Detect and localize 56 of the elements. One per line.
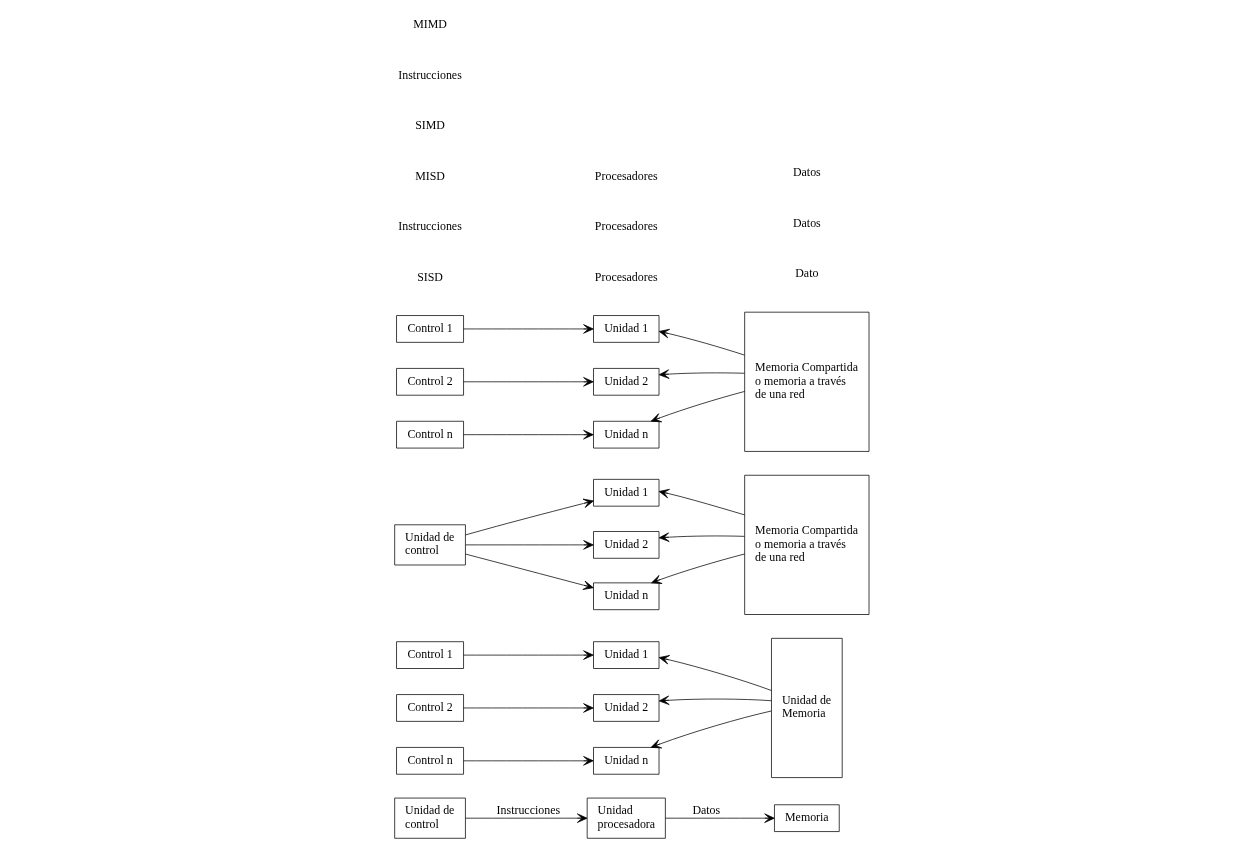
node-box: Unidad n — [592, 582, 659, 611]
node-box: Unidad 2 — [592, 368, 659, 396]
arrow — [650, 553, 745, 584]
label: Datos — [792, 165, 821, 180]
node-box: Memoria — [773, 804, 840, 832]
arrow — [464, 553, 594, 590]
node-box: Control 1 — [395, 315, 464, 343]
arrow — [650, 710, 772, 749]
label: Instrucciones — [397, 67, 462, 82]
label: Instrucciones — [397, 219, 462, 234]
node-box: Unidad n — [592, 747, 659, 775]
node-box: Unidad 2 — [592, 694, 659, 722]
node-box: Memoria Compartida o memoria a través de una red — [743, 474, 869, 615]
node-box: Memoria Compartida o memoria a través de una red — [743, 311, 869, 452]
label: MISD — [414, 168, 445, 183]
node-box: Unidad n — [592, 420, 659, 449]
arrow — [658, 695, 772, 705]
node-box: Control 2 — [395, 694, 464, 722]
arrow — [650, 391, 745, 423]
node-box: Unidad procesadora — [586, 797, 666, 839]
arrow — [658, 328, 745, 356]
label: MIMD — [412, 16, 447, 31]
arrow — [462, 377, 594, 387]
arrow — [462, 650, 594, 660]
label: Procesadores — [594, 219, 658, 234]
label: Datos — [792, 215, 821, 230]
label: Procesadores — [594, 168, 658, 183]
arrow — [658, 369, 745, 379]
arrow — [464, 813, 587, 823]
arrow — [462, 703, 594, 713]
arrow — [464, 540, 594, 550]
node-box: Unidad 1 — [592, 641, 659, 669]
arrow — [462, 756, 594, 766]
arrow — [658, 655, 772, 691]
label: Procesadores — [594, 270, 658, 285]
node-box: Control 1 — [395, 641, 464, 669]
node-box: Unidad 2 — [592, 531, 659, 559]
arrow — [462, 429, 594, 440]
node-box: Control 2 — [395, 368, 464, 396]
node-box: Unidad 1 — [592, 315, 659, 343]
node-box: Control n — [395, 420, 464, 449]
arrow — [664, 813, 775, 823]
node-box: Unidad de Memoria — [770, 637, 843, 778]
node-box: Control n — [395, 747, 464, 775]
label: SISD — [416, 270, 443, 285]
label: Dato — [794, 266, 818, 281]
arrow — [464, 498, 594, 536]
arrow — [658, 532, 745, 542]
node-box: Unidad 1 — [592, 479, 659, 507]
edge-label: Datos — [691, 803, 720, 818]
node-box: Unidad de control — [393, 797, 466, 839]
edge-label: Instrucciones — [496, 803, 560, 818]
label: SIMD — [414, 118, 445, 133]
node-box: Unidad de control — [393, 524, 466, 566]
arrow — [658, 488, 745, 516]
arrow — [462, 324, 594, 334]
